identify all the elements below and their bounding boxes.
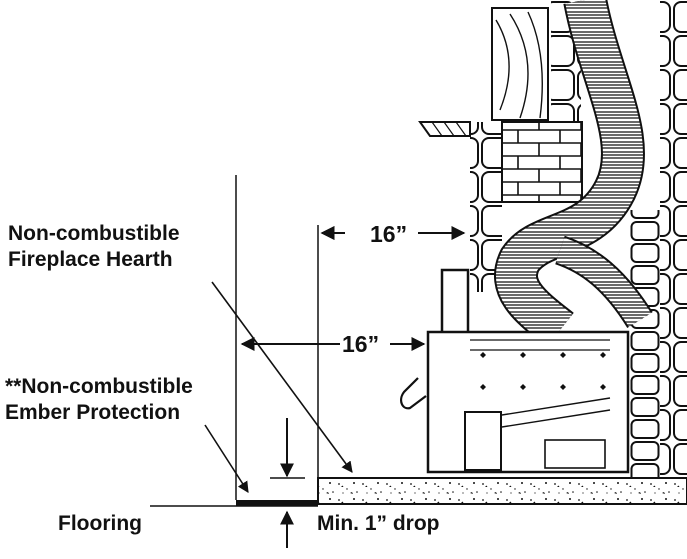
ember-label-line1: **Non-combustible [5, 375, 193, 398]
min-drop-label: Min. 1” drop [317, 512, 440, 535]
dim-top-label: 16” [370, 221, 407, 247]
smoke-shelf-bricks [501, 121, 583, 203]
ember-leader-line [204, 424, 249, 493]
concrete-hearth-slab [317, 477, 687, 505]
wood-framing [491, 7, 549, 121]
flexible-chimney-liner [494, 0, 653, 348]
door-handle [400, 377, 427, 410]
hearth-label-line2: Fireplace Hearth [8, 248, 173, 271]
rear-wall-bricks [630, 210, 660, 480]
hearth-label-line1: Non-combustible [8, 222, 180, 245]
mantel-hatch [419, 121, 467, 137]
insert-ash-door [464, 411, 502, 471]
ember-label-line2: Ember Protection [5, 401, 180, 424]
rear-brick-column [660, 0, 687, 480]
dim-side-label: 16” [342, 331, 379, 357]
flooring-label: Flooring [58, 512, 142, 535]
insert-rivets [480, 352, 606, 390]
hearth-leader-line [211, 281, 353, 473]
ember-protection-pad [236, 500, 318, 506]
fireplace-insert [400, 268, 630, 474]
